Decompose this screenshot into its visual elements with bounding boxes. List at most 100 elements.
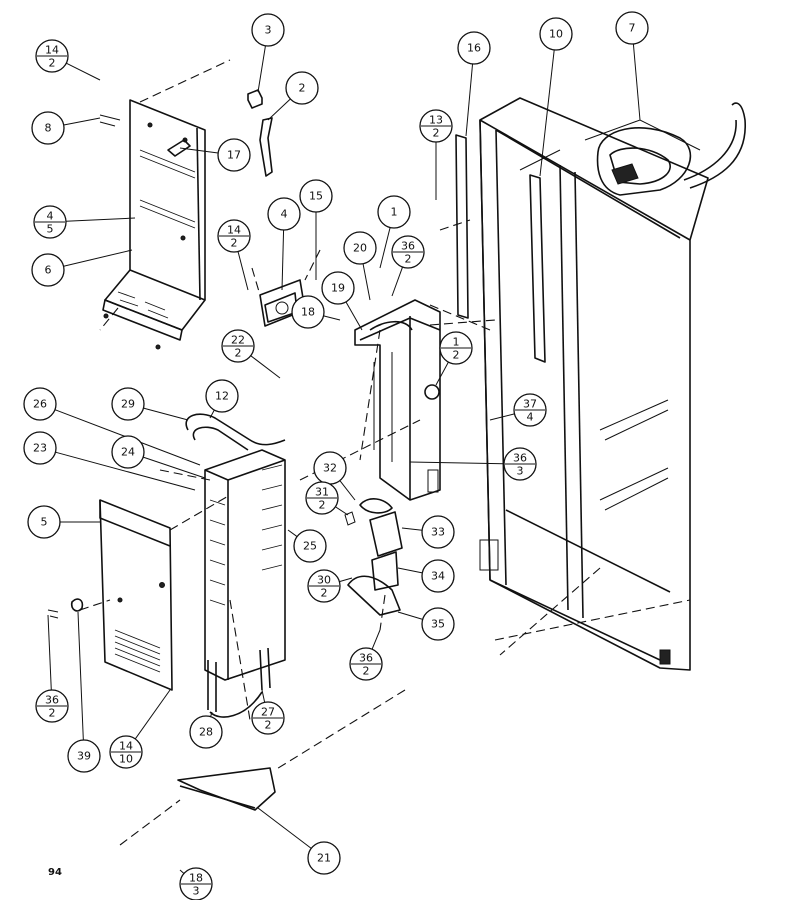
leader-line — [465, 63, 474, 137]
callout-circle — [321, 271, 355, 305]
leader-line — [261, 689, 266, 703]
callout-circle — [421, 515, 455, 549]
callout-number: 21 — [317, 852, 331, 865]
leader-line — [397, 567, 423, 574]
callout-number: 36 — [45, 694, 59, 707]
leader-line — [250, 355, 281, 379]
leader-line — [55, 451, 196, 491]
callout-quantity: 2 — [231, 237, 238, 250]
leader-line — [209, 409, 215, 419]
leader-line — [339, 577, 353, 583]
callout-circle — [299, 179, 333, 213]
callout-circle — [285, 71, 319, 105]
callout-c28: 28 — [189, 711, 223, 749]
callout-circle — [31, 253, 65, 287]
callout-c3: 3 — [251, 13, 285, 93]
callout-number: 32 — [323, 462, 337, 475]
callout-c30_2: 302 — [307, 569, 353, 603]
callout-number: 13 — [429, 114, 443, 127]
callout-c19: 19 — [321, 271, 363, 331]
callout-quantity: 3 — [517, 465, 524, 478]
callout-circle — [27, 505, 61, 539]
leader-line — [632, 43, 641, 121]
callout-c2: 2 — [267, 71, 319, 121]
leader-line — [489, 413, 515, 421]
callout-c1_2: 12 — [435, 331, 473, 386]
callout-number: 1 — [453, 336, 460, 349]
leader-line — [179, 147, 219, 154]
leader-line — [323, 315, 341, 321]
callout-number: 5 — [41, 516, 48, 529]
callout-c4: 4 — [267, 197, 301, 291]
callout-number: 25 — [303, 540, 317, 553]
leader-line — [267, 98, 291, 121]
callout-number: 8 — [45, 122, 52, 135]
callout-c18_3: 183 — [179, 867, 213, 900]
callout-number: 23 — [33, 442, 47, 455]
callout-c1: 1 — [377, 195, 411, 269]
ice-fill-assembly — [596, 102, 746, 196]
callout-number: 12 — [215, 390, 229, 403]
callout-number: 37 — [523, 398, 537, 411]
callout-number: 31 — [315, 486, 329, 499]
leader-line — [210, 711, 213, 717]
leader-line — [66, 62, 101, 81]
callout-circle — [293, 529, 327, 563]
leader-line — [47, 614, 52, 691]
callout-c31_2: 312 — [305, 481, 349, 516]
callout-number: 22 — [231, 334, 245, 347]
callout-number: 14 — [227, 224, 241, 237]
callout-number: 14 — [119, 740, 133, 753]
drain-trough — [119, 689, 406, 846]
cabinet-shell — [455, 97, 709, 671]
callout-quantity: 10 — [119, 753, 133, 766]
callout-quantity: 2 — [321, 587, 328, 600]
leader-line — [435, 361, 449, 386]
callout-circle — [267, 197, 301, 231]
callout-number: 2 — [299, 82, 306, 95]
callout-circle — [377, 195, 411, 229]
leader-line — [287, 529, 298, 537]
callout-c5: 5 — [27, 505, 100, 539]
callout-circle — [111, 387, 145, 421]
callout-c13_2: 132 — [419, 109, 453, 200]
callout-c12: 12 — [205, 379, 239, 419]
leader-line — [179, 869, 185, 874]
leader-line — [335, 506, 349, 516]
leader-line — [237, 251, 249, 291]
callout-c35: 35 — [397, 607, 455, 641]
callout-circle — [189, 715, 223, 749]
callout-c22_2: 222 — [221, 329, 281, 379]
leader-line — [409, 461, 505, 465]
callout-quantity: 2 — [405, 253, 412, 266]
callout-quantity: 2 — [235, 347, 242, 360]
callout-number: 28 — [199, 726, 213, 739]
callout-number: 36 — [359, 652, 373, 665]
assembly-lines — [299, 219, 691, 656]
callout-c33: 33 — [401, 515, 455, 549]
callout-c4_5: 45 — [33, 205, 136, 239]
callout-number: 18 — [189, 872, 203, 885]
callout-number: 36 — [401, 240, 415, 253]
callout-c20: 20 — [343, 231, 377, 301]
callout-number: 34 — [431, 570, 445, 583]
callout-number: 1 — [391, 206, 398, 219]
callout-c36_2c: 362 — [35, 614, 69, 723]
callout-number: 27 — [261, 706, 275, 719]
callout-c21: 21 — [257, 807, 341, 875]
page-label: 94 — [48, 867, 62, 878]
callout-circle — [111, 435, 145, 469]
callout-quantity: 4 — [527, 411, 534, 424]
callout-c6: 6 — [31, 249, 133, 287]
callout-number: 36 — [513, 452, 527, 465]
callout-c24: 24 — [111, 435, 206, 479]
callout-number: 4 — [281, 208, 288, 221]
leader-line — [63, 117, 101, 126]
callout-number: 10 — [549, 28, 563, 41]
callout-number: 16 — [467, 42, 481, 55]
callout-c15: 15 — [299, 179, 333, 280]
callout-quantity: 2 — [265, 719, 272, 732]
callout-quantity: 2 — [49, 57, 56, 70]
